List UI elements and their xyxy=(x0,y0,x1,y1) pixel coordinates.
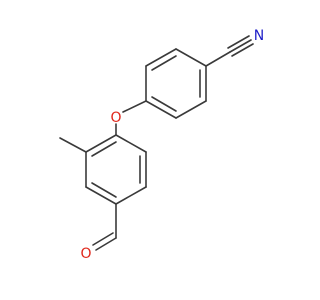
bond-ring-a-6 xyxy=(145,100,177,119)
ether-linkage: O xyxy=(110,100,147,136)
triple-bond-line-2 xyxy=(227,35,250,49)
bond-ring-a-5 xyxy=(175,100,207,119)
bond-ring-b-4 xyxy=(85,186,117,205)
bond-ring-b-1 xyxy=(115,134,147,153)
nitrogen-atom-label: N xyxy=(254,28,264,44)
bond-ring-a-to-oxygen xyxy=(122,100,147,113)
bond-ring-b-double-3 xyxy=(91,141,117,157)
bond-ring-a-double-1 xyxy=(151,55,177,71)
bond-ring-b-6 xyxy=(85,134,117,153)
bond-ring-b-3 xyxy=(115,186,147,205)
ether-oxygen-atom-label: O xyxy=(110,110,121,126)
triple-bond-line-1 xyxy=(229,39,252,53)
molecule-structure: N O O xyxy=(59,28,264,262)
bond-ring-a-double-3 xyxy=(151,96,177,112)
bond-ring-to-nitrile-carbon xyxy=(205,51,231,67)
methyl-group xyxy=(59,137,87,153)
aldehyde-double-bond-line-1 xyxy=(95,237,117,251)
bond-ring-a-2 xyxy=(145,48,177,67)
bond-ring-a-3 xyxy=(175,48,207,67)
bond-ring-b-double-2 xyxy=(91,182,117,198)
triple-bond-line-3 xyxy=(231,43,254,57)
carbonyl-oxygen-atom-label: O xyxy=(80,246,91,262)
lower-benzene-ring xyxy=(85,134,147,205)
aldehyde-group: O xyxy=(80,203,117,262)
bond-ring-to-methyl xyxy=(59,137,87,153)
upper-benzene-ring xyxy=(145,48,207,119)
aldehyde-double-bond-line-2 xyxy=(92,232,114,246)
nitrile-group: N xyxy=(205,28,264,67)
